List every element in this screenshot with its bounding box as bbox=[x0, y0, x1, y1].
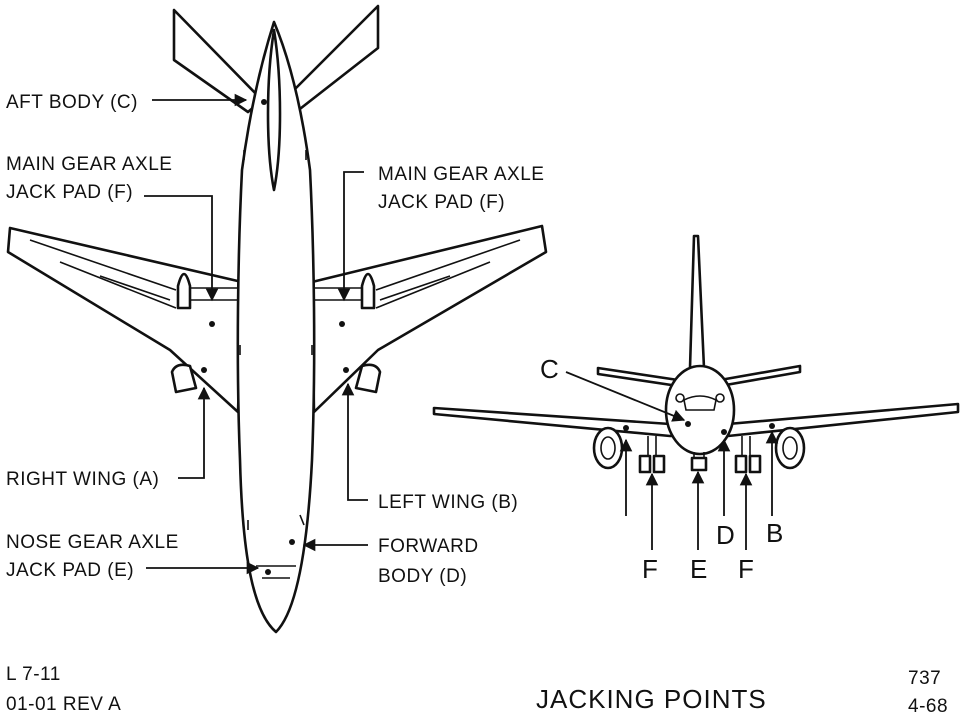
fuselage-top bbox=[236, 20, 316, 634]
label-nose-gear-2: JACK PAD (E) bbox=[6, 560, 134, 581]
right-gear-well bbox=[170, 363, 198, 394]
label-nose-gear-1: NOSE GEAR AXLE bbox=[6, 532, 179, 553]
label-aft-body: AFT BODY (C) bbox=[6, 92, 138, 113]
vertical-fin-top bbox=[266, 28, 282, 192]
label-main-gear-left-1: MAIN GEAR AXLE bbox=[378, 164, 544, 185]
top-view-airplane bbox=[6, 4, 548, 634]
front-label-d: D bbox=[716, 520, 736, 550]
front-label-b: B bbox=[766, 518, 784, 548]
left-horizontal-stabilizer bbox=[172, 8, 264, 114]
footer-title: JACKING POINTS bbox=[536, 684, 767, 714]
left-gear-well bbox=[354, 363, 382, 394]
label-main-gear-right-2: JACK PAD (F) bbox=[6, 182, 133, 203]
label-forward-body-1: FORWARD bbox=[378, 536, 479, 557]
front-label-f-right: F bbox=[738, 554, 755, 584]
footer-left-line2: 01-01 REV A bbox=[6, 694, 121, 715]
front-label-e: E bbox=[690, 554, 708, 584]
front-view-leaders bbox=[565, 371, 779, 550]
label-main-gear-left-2: JACK PAD (F) bbox=[378, 192, 505, 213]
front-label-c: C bbox=[540, 354, 560, 384]
footer-date: 4-68 bbox=[908, 696, 948, 717]
right-engine-front bbox=[592, 426, 624, 470]
label-right-wing: RIGHT WING (A) bbox=[6, 469, 159, 490]
front-label-f-left: F bbox=[642, 554, 659, 584]
vertical-fin-front bbox=[688, 234, 706, 370]
right-wing-shape bbox=[6, 226, 244, 414]
label-forward-body-2: BODY (D) bbox=[378, 566, 467, 587]
label-main-gear-right-1: MAIN GEAR AXLE bbox=[6, 154, 172, 175]
left-engine-front bbox=[774, 426, 806, 470]
right-engine-top bbox=[176, 272, 192, 310]
top-view-leaders bbox=[144, 93, 368, 575]
left-engine-top bbox=[360, 272, 376, 310]
label-left-wing: LEFT WING (B) bbox=[378, 492, 518, 513]
front-view-airplane bbox=[432, 234, 960, 474]
footer-left-line1: L 7-11 bbox=[6, 664, 61, 685]
footer-model: 737 bbox=[908, 668, 941, 689]
